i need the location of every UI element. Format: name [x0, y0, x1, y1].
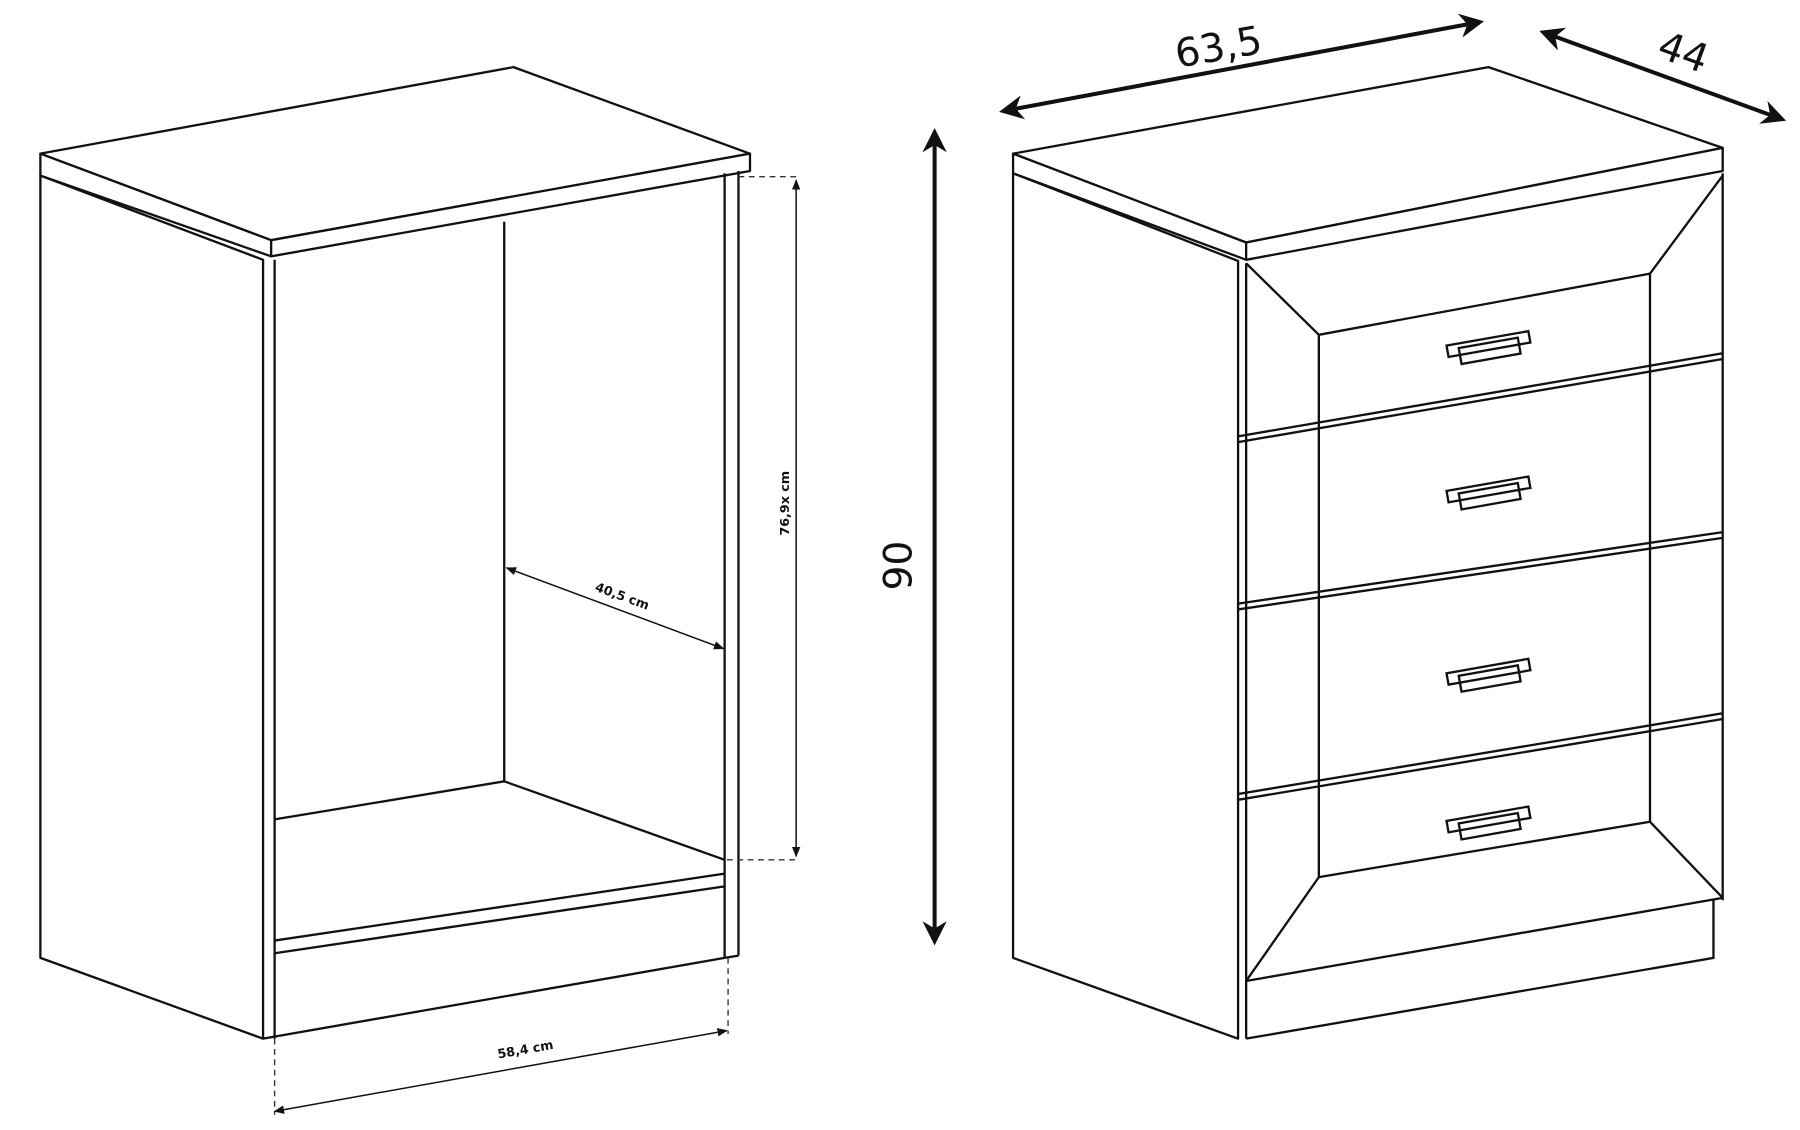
cabinet-top-face — [39, 65, 752, 242]
drawer-separators — [1237, 352, 1723, 801]
drawer-handle — [1445, 657, 1532, 694]
height-label: 90 — [877, 541, 922, 591]
drawer-handle — [1445, 805, 1532, 841]
inner-depth-label: 40,5 cm — [593, 579, 651, 612]
inner-height-label: 76,9x cm — [777, 471, 792, 536]
dresser-front-panel — [1317, 272, 1652, 879]
open-cabinet: 76,9x cm 40,5 cm 58,4 cm — [39, 65, 801, 1115]
inner-depth-dimension — [505, 567, 725, 650]
drawer-handle — [1445, 475, 1532, 511]
cabinet-bottom-shelf — [274, 780, 726, 861]
cabinet-left-side — [39, 174, 265, 1040]
width-label: 63,5 — [1172, 18, 1266, 77]
dresser-left-side — [1011, 172, 1240, 1040]
width-dimension-arrow — [999, 13, 1484, 120]
depth-dimension-arrow — [1539, 27, 1787, 124]
drawer-handle — [1445, 329, 1532, 366]
dresser: 90 63,5 44 — [877, 13, 1787, 1040]
inner-width-dimension — [273, 1028, 728, 1114]
inner-width-label: 58,4 cm — [496, 1037, 554, 1062]
